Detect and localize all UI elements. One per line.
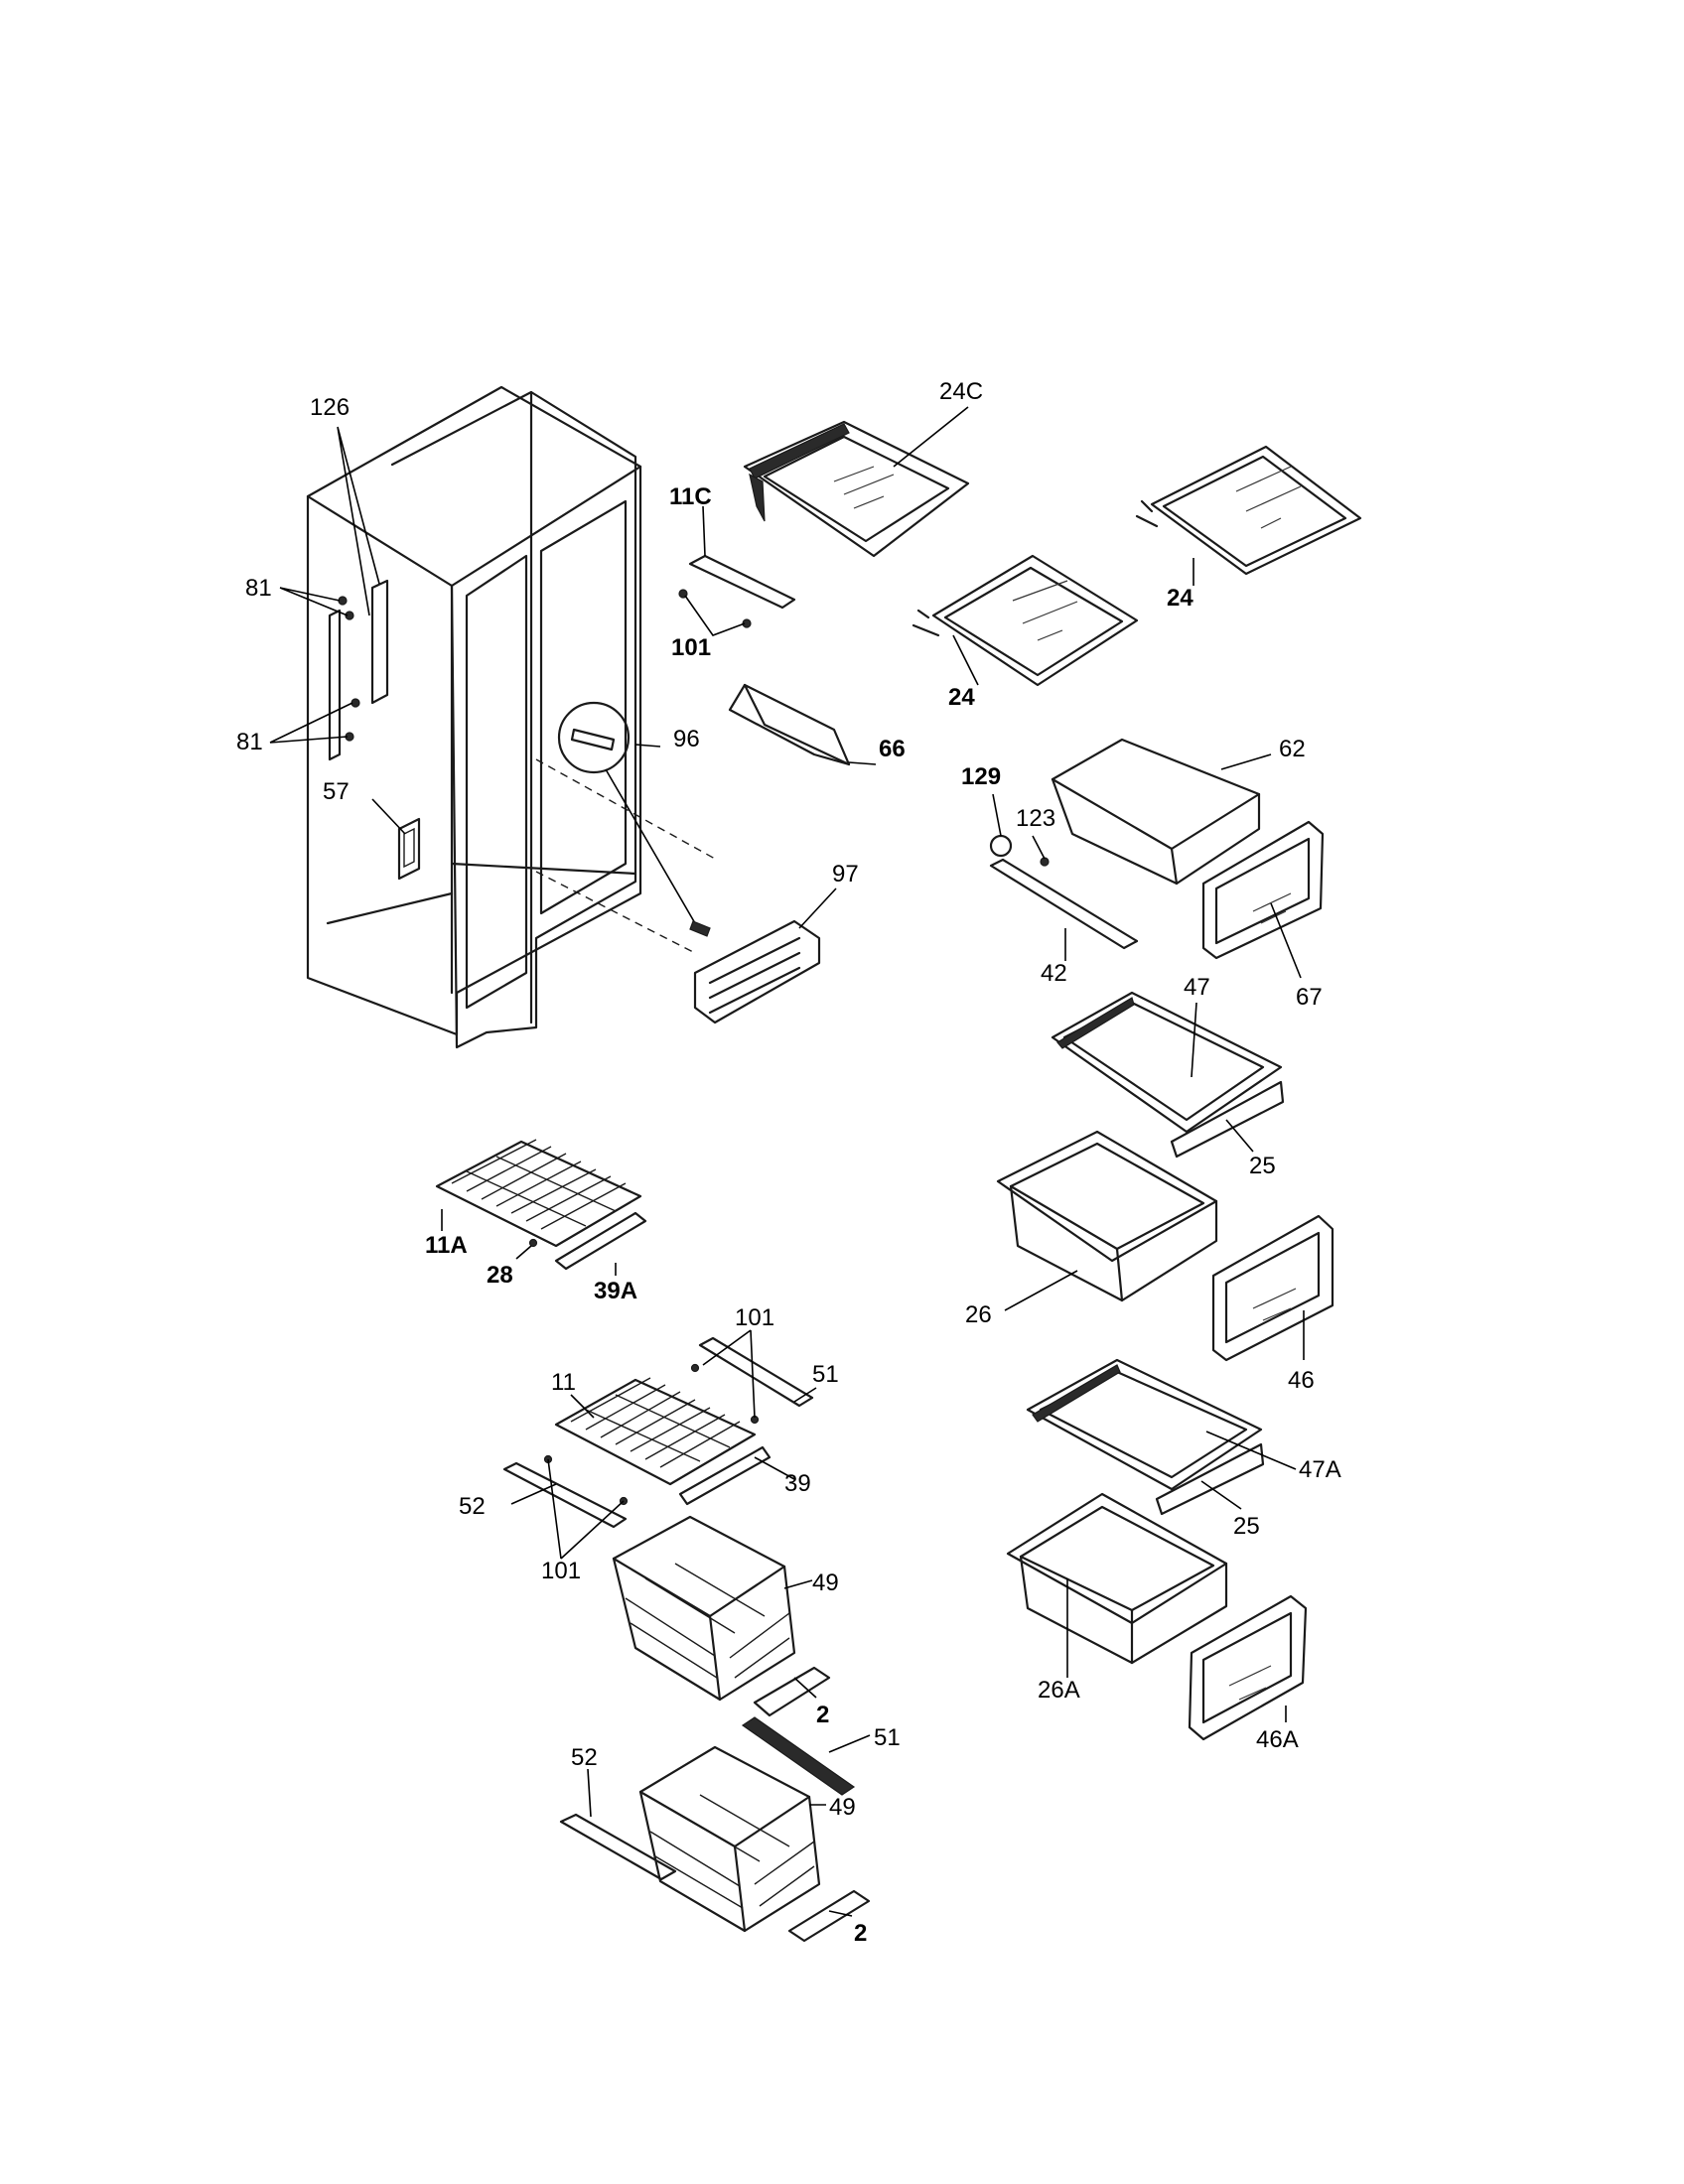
callout-labels: 126 81 81 57 24C 11C 101 24 24 96 66 97 … [236,378,1341,1947]
callout-24-right: 24 [1167,585,1193,612]
part-11a-wire-shelf [435,1139,647,1271]
callout-24-center: 24 [948,684,975,711]
cabinet [306,385,716,1049]
callout-81-upper: 81 [245,575,272,602]
callout-24c: 24C [939,378,983,405]
part-49-basket-bottom [559,1716,871,1943]
callout-26: 26 [965,1301,992,1328]
callout-39: 39 [784,1470,811,1497]
callout-97: 97 [832,861,859,887]
callout-25-lower: 25 [1233,1513,1260,1540]
callout-51-lower: 51 [874,1724,901,1751]
callout-52-lower: 52 [571,1744,598,1771]
callout-39a: 39A [594,1278,637,1304]
callout-67: 67 [1296,984,1323,1011]
part-67-cover [1201,820,1325,960]
callout-11: 11 [551,1369,576,1396]
part-47-shelf [1051,991,1285,1159]
callout-62: 62 [1279,736,1306,762]
part-66-trim [728,683,851,766]
callout-2-lower: 2 [854,1920,867,1947]
part-26a-drawer [1006,1492,1228,1665]
callout-101-top: 101 [671,634,711,661]
callout-51-upper: 51 [812,1361,839,1388]
callout-42: 42 [1041,960,1067,987]
part-42-rail [989,834,1139,950]
part-96-knob [557,701,711,937]
part-24c-glass-shelf [743,420,970,558]
callout-47: 47 [1184,974,1210,1001]
callout-11a: 11A [425,1232,468,1259]
callout-26a: 26A [1038,1677,1080,1704]
callout-57: 57 [323,778,350,805]
callout-47a: 47A [1299,1456,1341,1483]
callout-46: 46 [1288,1367,1315,1394]
callout-46a: 46A [1256,1726,1299,1753]
part-62-pan [1051,738,1261,886]
leader-lines [269,406,1305,1917]
part-46-cover [1211,1214,1334,1362]
callout-11c: 11C [669,483,712,510]
callout-123: 123 [1016,805,1055,832]
callout-28: 28 [487,1262,513,1289]
callout-49-lower: 49 [829,1794,856,1821]
part-11-wire-shelf [554,1377,772,1506]
part-24-glass-shelf-center [912,554,1139,687]
callout-81-lower: 81 [236,729,263,755]
callout-126: 126 [310,394,350,421]
part-24-glass-shelf-right [1135,445,1362,576]
part-47a-shelf [1026,1358,1265,1516]
callout-52-upper: 52 [459,1493,486,1520]
part-49-basket-top [612,1515,831,1717]
callout-49-upper: 49 [812,1570,839,1596]
callout-2-upper: 2 [816,1702,829,1728]
callout-101-low: 101 [541,1558,581,1584]
callout-96: 96 [673,726,700,752]
part-11c-bracket [678,554,796,628]
callout-129: 129 [961,763,1001,790]
part-51-rail-top [690,1336,814,1425]
part-97-bin [693,919,821,1024]
callout-66: 66 [879,736,906,762]
callout-25-upper: 25 [1249,1153,1276,1179]
part-46a-cover [1188,1594,1308,1741]
callout-101-mid: 101 [735,1304,774,1331]
part-52-rail [502,1454,629,1529]
part-26-drawer [996,1130,1218,1302]
